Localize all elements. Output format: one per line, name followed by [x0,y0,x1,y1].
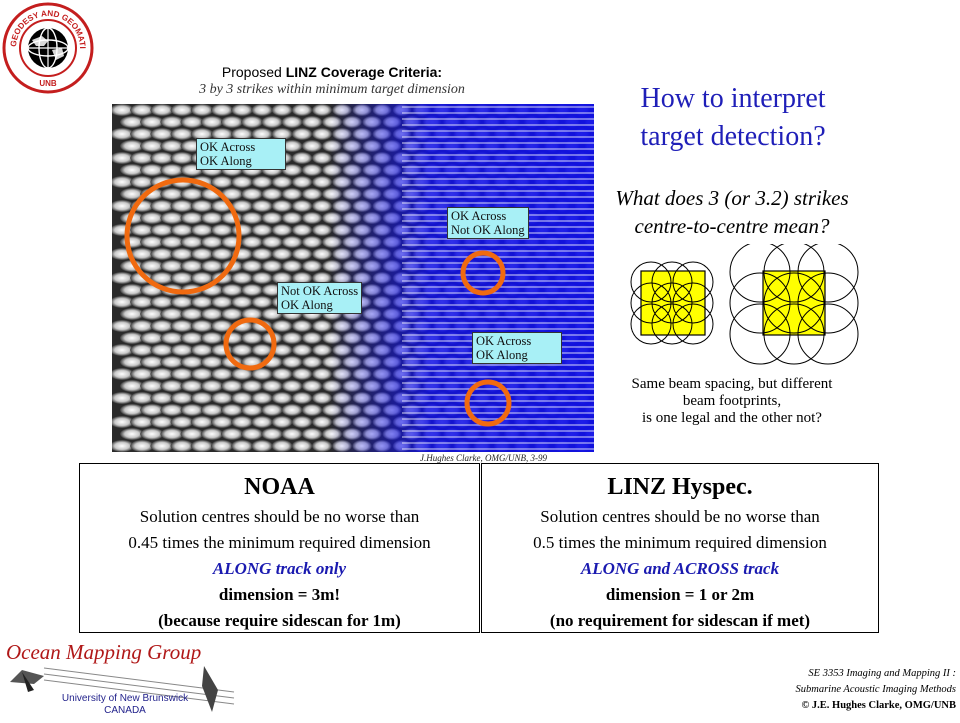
university-name: University of New Brunswick CANADA [61,693,189,716]
linz-direction: ALONG and ACROSS track [580,559,780,578]
figure-title: Proposed LINZ Coverage Criteria: 3 by 3 … [112,64,552,98]
coverage-circle-medium [223,317,277,371]
figure-title-prefix: Proposed [221,64,286,80]
coverage-label-3: Not OK Across OK Along [277,282,363,314]
noaa-criteria-box: NOAA Solution centres should be no worse… [79,463,480,633]
section-heading: How to interpret target detection? [640,83,826,152]
linz-criteria-box: LINZ Hyspec. Solution centres should be … [481,463,879,633]
target-square-right [762,270,826,336]
figure-subtitle: 3 by 3 strikes within minimum target dim… [199,82,465,97]
beam-note: Same beam spacing, but different beam fo… [631,376,833,426]
noaa-line2: 0.45 times the minimum required dimensio… [128,533,431,552]
swath-graphic [112,104,594,452]
coverage-label-1: OK Across OK Along [196,138,286,170]
group-name: Ocean Mapping Group [6,640,202,664]
coverage-circle-large [124,177,242,295]
coverage-circle-small-upper [460,250,506,296]
linz-line1: Solution centres should be no worse than [540,507,820,526]
figure-title-bold: LINZ Coverage Criteria: [285,64,443,80]
noaa-name: NOAA [244,474,315,500]
coverage-label-4: OK Across OK Along [472,332,562,364]
coverage-label-2: OK Across Not OK Along [447,207,529,239]
coverage-swath-image: OK Across OK Along OK Across Not OK Alon… [112,104,594,452]
seal-bottom-text: UNB [39,79,57,88]
beam-footprint-graphic [630,241,859,365]
group-logo-graphic [4,662,244,718]
linz-note: (no requirement for sidescan if met) [549,611,811,630]
question-text: What does 3 (or 3.2) strikes centre-to-c… [615,186,849,238]
copyright: © J.E. Hughes Clarke, OMG/UNB [801,700,956,711]
noaa-line1: Solution centres should be no worse than [139,507,420,526]
linz-line2: 0.5 times the minimum required dimension [533,533,827,552]
linz-name: LINZ Hyspec. [607,474,753,500]
department-seal-logo: GEODESY AND GEOMATICS ENGINEERING UNB [0,0,94,94]
course-info: SE 3353 Imaging and Mapping II : Submari… [640,666,957,714]
course-line2: Submarine Acoustic Imaging Methods [795,684,957,695]
seal-graphic: GEODESY AND GEOMATICS ENGINEERING UNB [0,0,94,94]
coverage-circle-small-lower [464,379,512,427]
course-line1: SE 3353 Imaging and Mapping II : [808,668,956,679]
linz-dimension: dimension = 1 or 2m [605,585,755,604]
beam-footprint-diagram [618,241,868,366]
noaa-note: (because require sidescan for 1m) [158,611,401,630]
noaa-dimension: dimension = 3m! [218,585,341,604]
image-credit: J.Hughes Clarke, OMG/UNB, 3-99 [420,453,547,463]
noaa-direction: ALONG track only [212,559,347,578]
